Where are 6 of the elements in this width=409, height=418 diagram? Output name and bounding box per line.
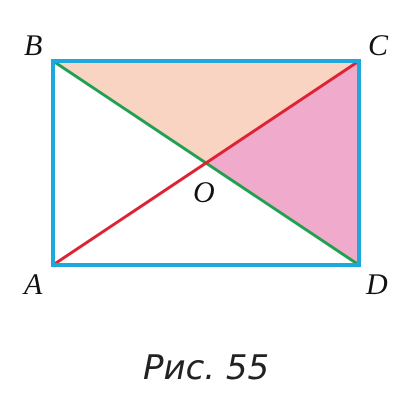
- point-label: C: [368, 31, 388, 61]
- point-label: D: [366, 270, 388, 300]
- point-label: B: [24, 31, 42, 61]
- point-label: O: [193, 178, 215, 208]
- figure-caption: Рис. 55: [143, 350, 270, 386]
- point-label: A: [24, 270, 42, 300]
